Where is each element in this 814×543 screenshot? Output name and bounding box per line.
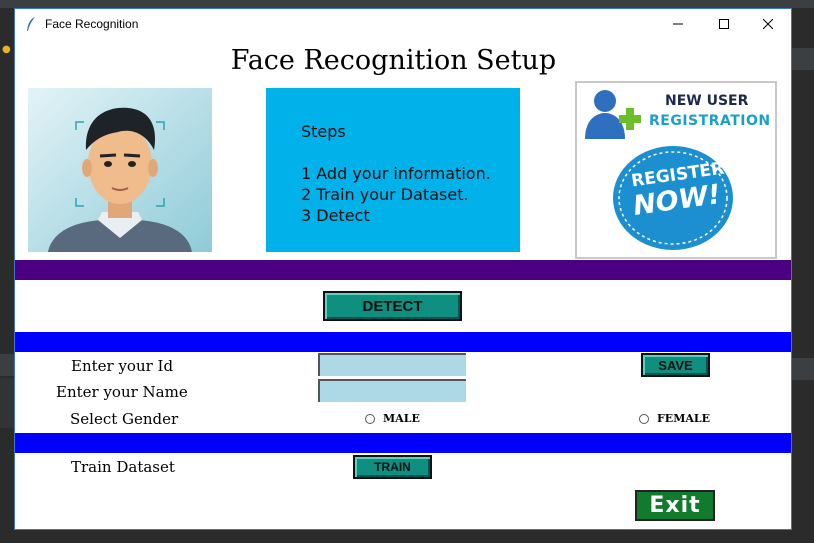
user-add-icon (585, 90, 641, 139)
train-dataset-label: Train Dataset (71, 458, 175, 476)
ide-top-strip (0, 0, 814, 8)
divider-band-blue (15, 433, 791, 453)
name-label: Enter your Name (56, 383, 188, 401)
close-button[interactable] (745, 9, 791, 39)
ide-right-panel (792, 8, 814, 543)
ide-left-panel (0, 8, 15, 543)
minimize-icon (673, 23, 683, 25)
id-label: Enter your Id (71, 357, 174, 375)
step-item: 2 Train your Dataset. (301, 185, 469, 204)
radio-circle-icon[interactable] (639, 413, 649, 424)
page-title: Face Recognition Setup (230, 45, 557, 76)
feather-icon (27, 17, 35, 31)
detect-button[interactable]: DETECT (323, 291, 462, 321)
train-button[interactable]: TRAIN (353, 455, 432, 479)
minimize-button[interactable] (655, 9, 701, 39)
ide-scroll-stub (792, 358, 814, 380)
maximize-button[interactable] (701, 9, 747, 39)
steps-title: Steps (301, 122, 346, 141)
gender-radio-female[interactable]: FEMALE (639, 412, 710, 425)
save-button[interactable]: SAVE (641, 353, 710, 377)
maximize-icon (719, 19, 729, 29)
divider-band-blue (15, 332, 791, 352)
radio-circle-icon[interactable] (365, 413, 375, 424)
name-field[interactable] (318, 379, 466, 402)
face-illustration (28, 88, 212, 252)
ide-scroll-stub (792, 48, 814, 70)
registration-heading: NEW USER (665, 93, 749, 109)
gender-option-label: MALE (383, 412, 420, 425)
gender-radio-male[interactable]: MALE (365, 412, 420, 425)
register-now-badge (613, 146, 733, 250)
new-user-registration-graphic: NEW USER REGISTRATION REGISTER NOW! (575, 81, 777, 259)
gender-label: Select Gender (70, 410, 179, 428)
id-field[interactable] (318, 353, 466, 376)
ide-panel-stub (0, 378, 15, 428)
step-item: 1 Add your information. (301, 164, 491, 183)
lightbulb-icon[interactable]: ● (2, 44, 11, 55)
divider-band-purple (15, 260, 791, 280)
window-title: Face Recognition (45, 17, 139, 31)
registration-subheading: REGISTRATION (649, 113, 771, 129)
close-icon (763, 19, 773, 29)
exit-button[interactable]: Exit (635, 490, 715, 521)
gender-option-label: FEMALE (657, 412, 711, 425)
ide-tab-stub (0, 354, 15, 376)
steps-panel: Steps 1 Add your information. 2 Train yo… (266, 88, 520, 252)
app-window: Face Recognition Face Recognition Setup (14, 8, 792, 530)
step-item: 3 Detect (301, 206, 370, 225)
title-bar: Face Recognition (15, 9, 791, 39)
